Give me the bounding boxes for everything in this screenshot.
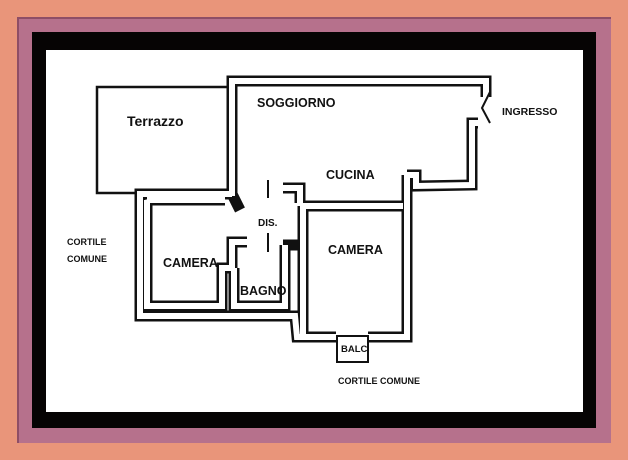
balcony-outline [336,335,369,363]
room-label-soggiorno: SOGGIORNO [257,96,336,110]
terrazzo-outline [95,85,232,195]
room-label-ingresso: INGRESSO [502,106,558,118]
outside-label-comune: COMUNE [67,254,107,264]
outside-label-cortile-comune: CORTILE COMUNE [338,376,420,386]
double-walls [134,75,492,343]
room-label-terrazzo: Terrazzo [127,113,184,129]
room-label-dis: DIS. [258,218,278,229]
room-label-camera-left: CAMERA [163,256,218,270]
room-label-bagno: BAGNO [240,284,287,298]
room-label-camera-right: CAMERA [328,243,383,257]
room-label-balc: BALC [341,344,368,355]
entrance-door [480,91,491,124]
room-label-cucina: CUCINA [326,168,375,182]
outside-label-cortile: CORTILE [67,237,107,247]
